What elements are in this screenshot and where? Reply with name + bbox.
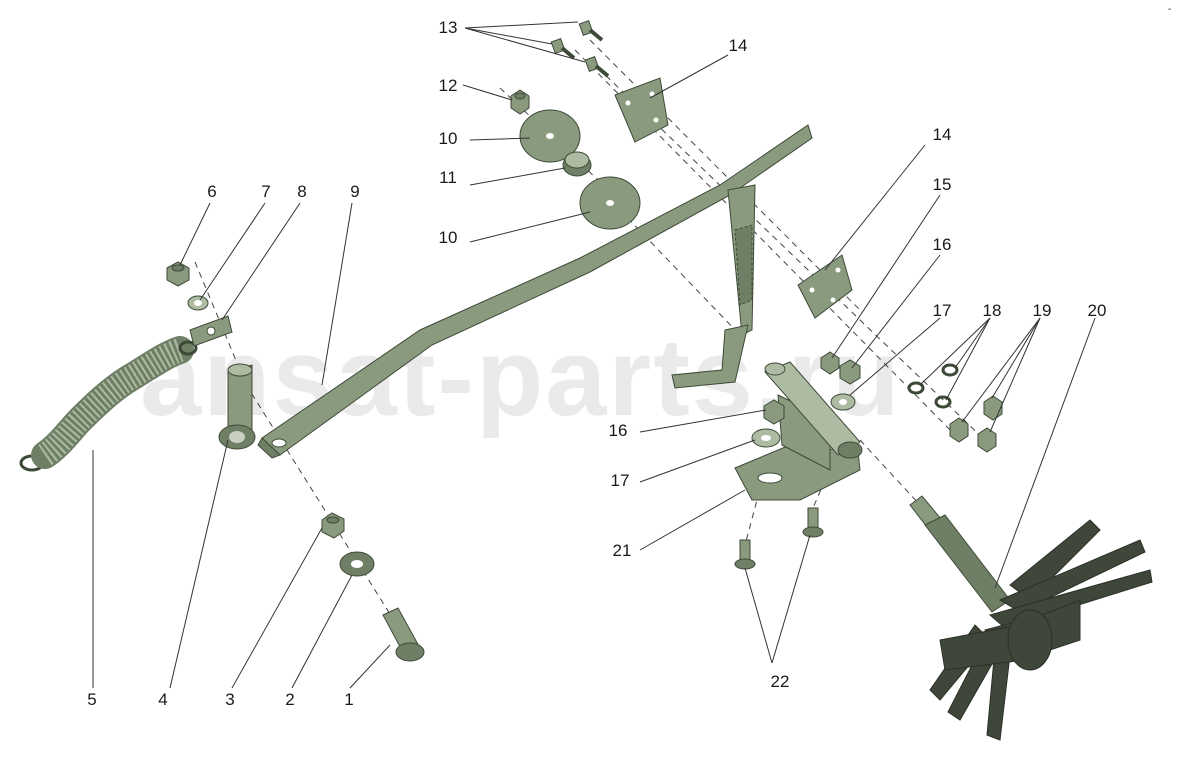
label-21: 21: [613, 541, 632, 560]
label-16-upper: 16: [933, 235, 952, 254]
corner-mark: -: [1168, 4, 1171, 15]
washer-part-7: [187, 295, 209, 311]
part-labels: 1 2 3 4 5 6 7 8 9 10 10 11 12 13 14 14 1…: [87, 18, 1106, 709]
bolt-part-1: [382, 607, 425, 662]
plate-part-14-upper: [614, 77, 669, 143]
spacer-part-11: [562, 151, 592, 177]
bracket-part-21: [734, 361, 863, 501]
nut-part-3: [321, 512, 345, 539]
label-11: 11: [439, 168, 457, 187]
nut-part-16-lower: [763, 399, 785, 425]
label-8: 8: [297, 182, 306, 201]
label-20: 20: [1088, 301, 1107, 320]
nut-part-6: [166, 261, 190, 287]
label-16-lower: 16: [609, 421, 628, 440]
lever-part-4: [218, 363, 256, 450]
label-14-upper: 14: [729, 36, 748, 55]
label-15: 15: [933, 175, 952, 194]
label-7: 7: [261, 182, 270, 201]
bolts-part-13: [550, 20, 610, 78]
disc-part-10-upper: [519, 109, 581, 163]
label-9: 9: [350, 182, 359, 201]
label-2: 2: [285, 690, 294, 709]
bracket-part-8: [189, 315, 233, 347]
nuts-part-19: [949, 395, 1003, 453]
label-4: 4: [158, 690, 167, 709]
spring-part-5: [19, 336, 198, 472]
washer-part-2: [339, 551, 375, 577]
nut-part-12: [510, 89, 530, 115]
nut-part-16-upper: [839, 359, 861, 385]
screws-part-22: [734, 507, 824, 570]
label-19: 19: [1033, 301, 1052, 320]
label-22: 22: [771, 672, 790, 691]
label-14-lower: 14: [933, 125, 952, 144]
label-18: 18: [983, 301, 1002, 320]
washers-part-18: [907, 363, 959, 409]
label-17-lower: 17: [611, 471, 630, 490]
label-12: 12: [439, 76, 458, 95]
roller-part-20: [909, 495, 1153, 741]
label-10-lower: 10: [439, 228, 458, 247]
label-5: 5: [87, 690, 96, 709]
washer-part-17-upper: [830, 393, 856, 411]
label-10-upper: 10: [439, 129, 458, 148]
plate-part-14-lower: [797, 254, 853, 319]
label-6: 6: [207, 182, 216, 201]
leader-lines: [92, 21, 1096, 689]
nut-part-15: [820, 351, 840, 375]
washer-part-17-lower: [751, 428, 781, 448]
label-17-upper: 17: [933, 301, 952, 320]
label-13: 13: [439, 18, 458, 37]
disc-part-10-lower: [579, 176, 641, 230]
label-3: 3: [225, 690, 234, 709]
pedal-lever-part-9: [257, 124, 813, 459]
label-1: 1: [344, 690, 353, 709]
